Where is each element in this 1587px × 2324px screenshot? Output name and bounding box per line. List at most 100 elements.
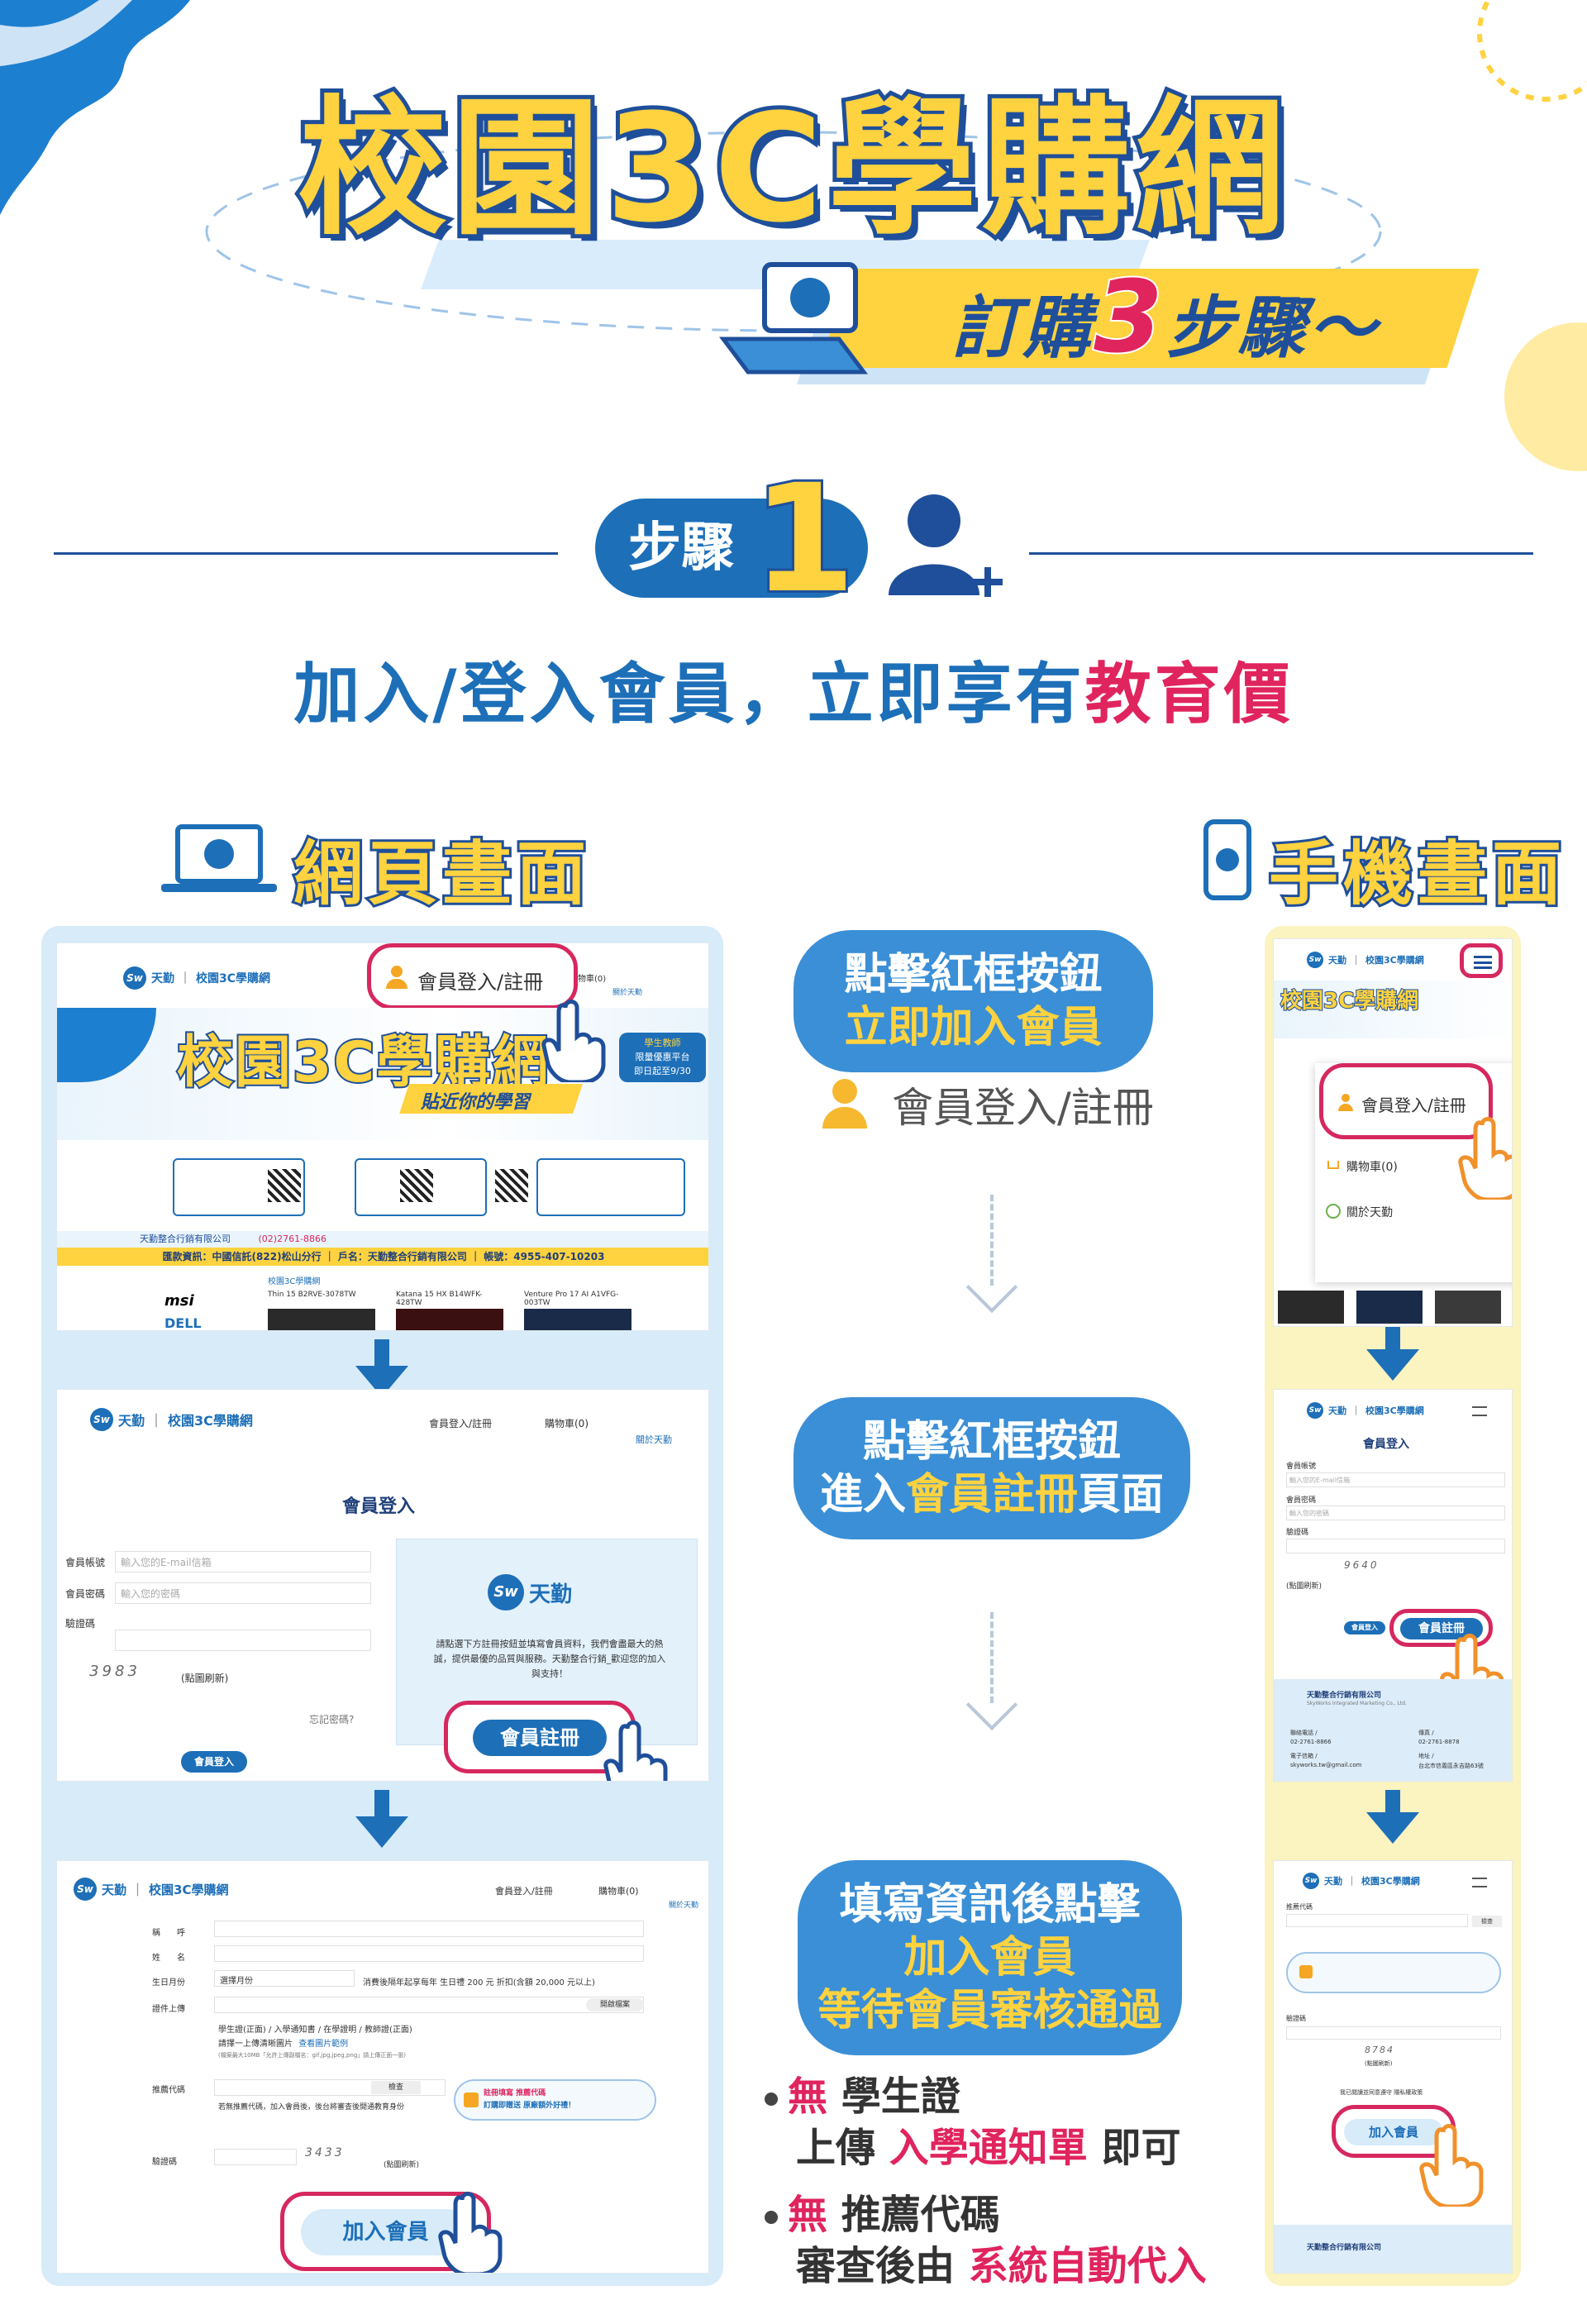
account-input[interactable]: 輸入您的E-mail信箱: [115, 1551, 371, 1572]
birth-note: 消費後隔年起享每年 生日禮 200 元 折扣(含額 20,000 元以上): [363, 1978, 595, 1988]
about-link[interactable]: 關於天勤: [636, 1434, 672, 1445]
menu-login-highlight[interactable]: 會員登入/註冊: [1319, 1063, 1493, 1139]
gift-icon: [464, 2093, 479, 2107]
captcha-refresh[interactable]: (點圖刷新): [384, 2161, 420, 2169]
stripe-circle-decoration: [1477, 0, 1587, 102]
flow-arrow-stem: [374, 1339, 389, 1367]
cart-link[interactable]: 購物車(0): [598, 1886, 639, 1897]
login-button[interactable]: 會員登入: [181, 1751, 247, 1773]
title-input[interactable]: [214, 1921, 644, 1937]
instruction-1-line1: 點擊紅框按鈕: [844, 950, 1103, 1000]
referral-check-button[interactable]: 檢查: [371, 2081, 421, 2094]
mobile-banner: 校園3C學購網: [1274, 981, 1512, 1038]
subtitle-prefix: 訂購: [951, 289, 1094, 368]
bullet-icon: [765, 2093, 778, 2106]
qr-code: [495, 1169, 528, 1202]
login-register-highlight[interactable]: 會員登入/註冊: [367, 943, 578, 1009]
upload-file-note: (檔案最大10MB「允許上傳副檔名：gif,jpg,jpeg,png」請上傳正面…: [218, 2052, 407, 2059]
banner-subtitle: 貼近你的學習: [421, 1092, 531, 1113]
captcha-refresh[interactable]: (點圖刷新): [181, 1673, 229, 1684]
login-register-link[interactable]: 會員登入/註冊: [429, 1418, 493, 1429]
upload-hint: 請擇一上傳清晰圖片 查看圖片範例: [218, 2036, 348, 2049]
login-register-link[interactable]: 會員登入/註冊: [495, 1886, 553, 1897]
site-logo: Sw 天勤 ｜ 校園3C學購網: [74, 1878, 228, 1901]
web-screens-panel: Sw 天勤 ｜ 校園3C學購網 購物車(0) 關於天勤 會員登入/註冊 校園3C…: [41, 926, 723, 2286]
menu-about[interactable]: 關於天勤: [1346, 1206, 1393, 1219]
footer-email: skyworks.tw@gmail.com: [1290, 1762, 1362, 1768]
hamburger-icon[interactable]: [1474, 956, 1492, 969]
product-card[interactable]: Venture Pro 17 AI A1VFG-003TW: [524, 1291, 619, 1307]
product-card[interactable]: Thin 15 B2RVE-3078TW: [268, 1291, 356, 1299]
captcha-image[interactable]: 3433: [305, 2146, 345, 2159]
footer-company: 天勤整合行銷有限公司: [1307, 2244, 1382, 2252]
referral-input[interactable]: [1286, 1914, 1468, 1927]
product-card[interactable]: Katana 15 HX B14WFK-428TW: [396, 1291, 483, 1307]
menu-button-highlight[interactable]: [1460, 943, 1503, 978]
referral-note: 若無推薦代碼，加入會員後，後台將審查後開通教育身份: [218, 2103, 405, 2112]
login-title: 會員登入: [1363, 1438, 1409, 1451]
hamburger-icon[interactable]: [1472, 1406, 1487, 1416]
login-register-label: 會員登入/註冊: [892, 1084, 1154, 1132]
mobile-login-screenshot: Sw 天勤 ｜ 校園3C學購網 會員登入 會員帳號 輸入您的E-mail信箱 會…: [1273, 1389, 1513, 1782]
gift-icon: [1299, 1965, 1313, 1978]
cart-link[interactable]: 購物車(0): [570, 975, 607, 984]
join-button[interactable]: 加入會員: [301, 2209, 470, 2255]
instruction-3-line1: 填寫資訊後點擊: [839, 1880, 1141, 1930]
register-button[interactable]: 會員註冊: [473, 1720, 607, 1756]
note-1-b-hl: 入學通知單: [889, 2125, 1088, 2171]
mobile-banner-title: 校園3C學購網: [1280, 988, 1419, 1014]
site-name: 校園3C學購網: [196, 972, 271, 985]
note-1-b-pre: 上傳: [796, 2125, 876, 2171]
menu-cart[interactable]: 購物車(0): [1346, 1161, 1398, 1174]
about-link[interactable]: 關於天勤: [612, 989, 643, 997]
instruction-2-post: 頁面: [1078, 1470, 1165, 1520]
agree-checkbox[interactable]: 我已閱讀並同意遵守 隱私權政策: [1340, 2089, 1423, 2096]
site-logo: Sw 天勤 ｜ 校園3C學購網: [1303, 1873, 1420, 1889]
mini-step-card: [173, 1158, 305, 1216]
captcha-refresh[interactable]: (點圖刷新): [1286, 1582, 1322, 1591]
menu-login-register[interactable]: 會員登入/註冊: [1361, 1095, 1466, 1115]
footer-address: 台北市信義區永吉路63號: [1418, 1763, 1484, 1769]
instruction-bubble-2: 點擊紅框按鈕 進入會員註冊頁面: [794, 1397, 1190, 1539]
captcha-image[interactable]: 8784: [1365, 2045, 1394, 2055]
referral-check-button[interactable]: 檢查: [1472, 1916, 1502, 1927]
account-input[interactable]: 輸入您的E-mail信箱: [1286, 1472, 1505, 1487]
pointer-hand-icon: [1458, 1117, 1512, 1200]
instruction-2-pre: 進入: [819, 1470, 906, 1520]
name-input[interactable]: [214, 1945, 644, 1962]
user-icon: [822, 1079, 867, 1130]
captcha-label: 驗證碼: [1286, 1529, 1309, 1537]
password-label: 會員密碼: [65, 1588, 106, 1600]
birth-month-select[interactable]: 選擇月份: [214, 1970, 355, 1987]
captcha-input[interactable]: [1286, 2026, 1501, 2040]
password-input[interactable]: 輸入您的密碼: [1286, 1506, 1505, 1520]
qr-code: [268, 1169, 301, 1202]
chevron-down-icon: [965, 1261, 1018, 1314]
sample-image-link[interactable]: 查看圖片範例: [298, 2040, 349, 2049]
laptop-icon: [161, 824, 277, 892]
password-input[interactable]: 輸入您的密碼: [115, 1582, 371, 1604]
captcha-input[interactable]: [1286, 1539, 1505, 1553]
captcha-image[interactable]: 9640: [1344, 1559, 1380, 1571]
upload-button[interactable]: 開啟檔案: [586, 1998, 644, 2011]
login-register-button[interactable]: 會員登入/註冊: [417, 971, 544, 994]
pointer-hand-icon: [603, 1720, 668, 1781]
captcha-image[interactable]: 3983: [89, 1663, 141, 1680]
note-1-b-post: 即可: [1101, 2125, 1181, 2171]
mobile-section-title: 手機畫面: [1266, 831, 1567, 917]
captcha-input[interactable]: [115, 1630, 371, 1651]
captcha-refresh[interactable]: (點圖刷新): [1365, 2060, 1393, 2067]
join-button[interactable]: 加入會員: [1344, 2119, 1443, 2145]
captcha-input[interactable]: [214, 2149, 297, 2165]
forgot-password-link[interactable]: 忘記密碼?: [309, 1714, 355, 1725]
hamburger-icon[interactable]: [1472, 1878, 1487, 1887]
form-name-label: 姓 名: [152, 1954, 185, 1963]
mobile-homepage-screenshot: Sw 天勤 ｜ 校園3C學購網 校園3C學購網 會員登入/註冊 購物車(0): [1273, 938, 1513, 1327]
cart-link[interactable]: 購物車(0): [545, 1418, 589, 1429]
upload-input[interactable]: [214, 1997, 644, 2013]
about-link[interactable]: 關於天勤: [669, 1902, 699, 1910]
login-button[interactable]: 會員登入: [1344, 1621, 1385, 1634]
join-button-highlight[interactable]: 加入會員: [1332, 2105, 1456, 2158]
skyworks-logo-icon: Sw: [1307, 952, 1323, 968]
footer-company-en: SkyWorks Integrated Marketing Co., Ltd.: [1307, 1701, 1407, 1706]
